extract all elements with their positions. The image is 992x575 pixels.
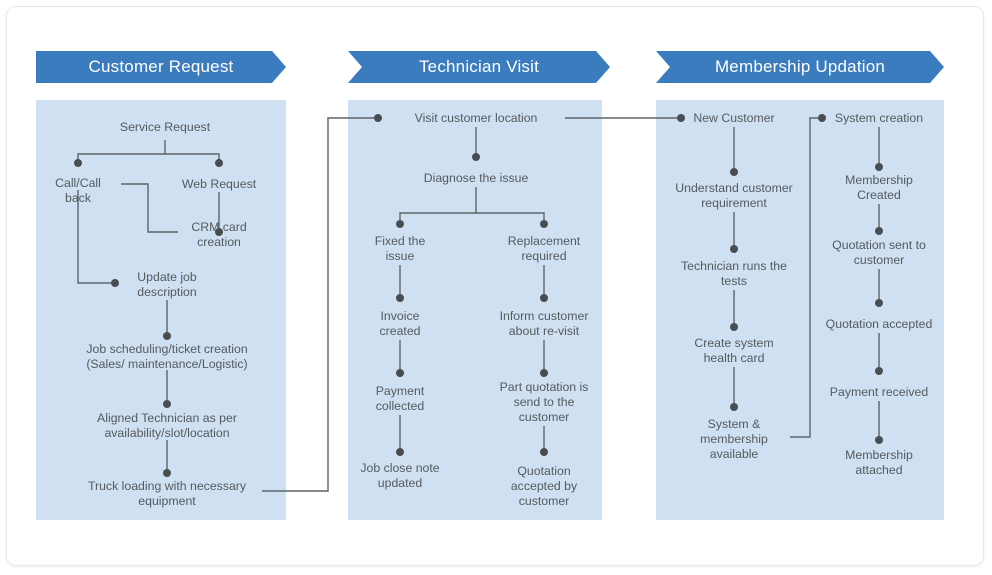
lane-banner-technician-visit[interactable]: Technician Visit xyxy=(348,51,610,83)
lane-banner-membership-updation[interactable]: Membership Updation xyxy=(656,51,944,83)
flow-node-quotation-accepted[interactable]: Quotation accepted xyxy=(825,317,933,331)
lane-panel-technician-visit xyxy=(348,100,602,520)
lane-banner-customer-request[interactable]: Customer Request xyxy=(36,51,286,83)
banner-shape-membership-updation xyxy=(656,51,944,83)
flow-node-call-callback[interactable]: Call/Call back xyxy=(55,176,101,205)
banner-label-membership-updation: Membership Updation xyxy=(714,57,886,76)
lane-panel-customer-request xyxy=(36,100,286,520)
flow-node-aligned-technician[interactable]: Aligned Technician as per availability/s… xyxy=(97,411,237,440)
flow-node-truck-loading[interactable]: Truck loading with necessary equipment xyxy=(87,479,247,508)
flow-node-system-creation[interactable]: System creation xyxy=(834,111,924,125)
flow-node-system-membership-avail[interactable]: System & membership available xyxy=(700,417,768,461)
flow-node-fixed-the-issue[interactable]: Fixed the issue xyxy=(374,234,426,263)
flow-node-understand-customer-req[interactable]: Understand customer requirement xyxy=(675,181,793,210)
flow-node-payment-received[interactable]: Payment received xyxy=(829,385,929,399)
flow-node-job-scheduling[interactable]: Job scheduling/ticket creation (Sales/ m… xyxy=(86,342,248,371)
flow-node-new-customer[interactable]: New Customer xyxy=(693,111,775,125)
banner-shape-customer-request xyxy=(36,51,286,83)
banner-label-customer-request: Customer Request xyxy=(88,57,234,76)
flow-node-replacement-required[interactable]: Replacement required xyxy=(507,234,581,263)
flow-node-inform-customer-revisit[interactable]: Inform customer about re-visit xyxy=(499,309,589,338)
flow-node-update-job-desc[interactable]: Update job description xyxy=(137,270,197,299)
flow-node-job-close-note[interactable]: Job close note updated xyxy=(360,461,440,490)
banner-shape-technician-visit xyxy=(348,51,610,83)
flow-node-visit-customer-location[interactable]: Visit customer location xyxy=(414,111,538,125)
flow-node-quotation-accepted-by-customer[interactable]: Quotation accepted by customer xyxy=(510,464,578,508)
flow-node-payment-collected[interactable]: Payment collected xyxy=(375,384,425,413)
flow-node-create-system-health-card[interactable]: Create system health card xyxy=(694,336,774,365)
flow-node-membership-created[interactable]: Membership Created xyxy=(845,173,913,202)
banner-label-technician-visit: Technician Visit xyxy=(418,57,540,76)
flow-node-crm-card-creation[interactable]: CRM card creation xyxy=(191,220,247,249)
flow-node-diagnose-the-issue[interactable]: Diagnose the issue xyxy=(423,171,529,185)
flow-node-membership-attached[interactable]: Membership attached xyxy=(845,448,913,477)
flow-node-service-request[interactable]: Service Request xyxy=(119,120,211,134)
flow-node-part-quotation-sent[interactable]: Part quotation is send to the customer xyxy=(499,380,589,424)
flow-node-technician-runs-tests[interactable]: Technician runs the tests xyxy=(681,259,787,288)
flow-node-invoice-created[interactable]: Invoice created xyxy=(379,309,421,338)
flow-node-web-request[interactable]: Web Request xyxy=(181,177,257,191)
flow-node-quotation-sent-to-customer[interactable]: Quotation sent to customer xyxy=(832,238,926,267)
